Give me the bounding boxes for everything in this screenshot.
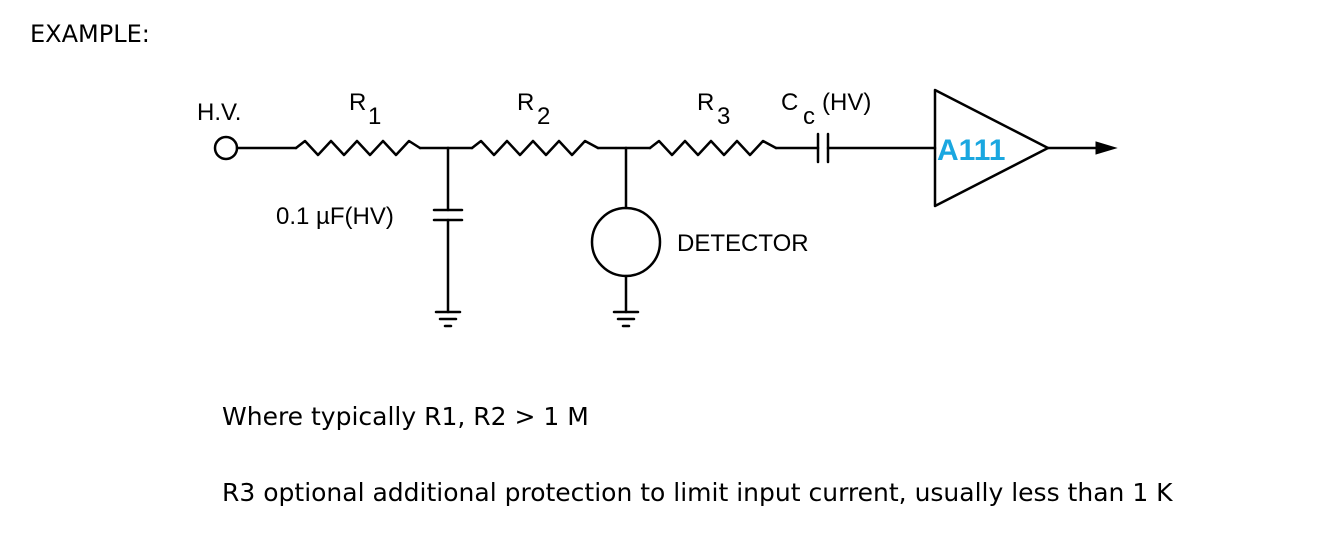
amplifier-triangle — [933, 88, 1050, 208]
r3-subscript: 3 — [717, 103, 730, 130]
cc-suffix: (HV) — [822, 89, 871, 116]
cap-label: 0.1 µF(HV) — [276, 203, 394, 230]
ground-symbol-1 — [434, 310, 462, 328]
note-line-1: Where typically R1, R2 > 1 M — [222, 402, 589, 431]
r1-subscript: 1 — [368, 103, 381, 130]
r3-letter: R — [697, 89, 714, 116]
output-arrow-icon — [1095, 141, 1118, 155]
r2-letter: R — [517, 89, 534, 116]
r2-subscript: 2 — [537, 103, 550, 130]
r1-letter: R — [349, 89, 366, 116]
detector-symbol — [590, 206, 662, 278]
ground-symbol-2 — [612, 310, 640, 328]
hv-terminal — [213, 135, 239, 161]
amplifier-label: A111 — [937, 134, 1005, 167]
note-line-2: R3 optional additional protection to lim… — [222, 478, 1173, 507]
resistor-r2 — [470, 139, 600, 157]
example-heading: EXAMPLE: — [30, 20, 150, 48]
cc-subscript: c — [803, 103, 815, 130]
hv-label: H.V. — [197, 99, 241, 126]
cc-letter: C — [781, 89, 798, 116]
resistor-r1 — [294, 139, 422, 157]
detector-label: DETECTOR — [677, 230, 809, 257]
resistor-r3 — [648, 139, 778, 157]
